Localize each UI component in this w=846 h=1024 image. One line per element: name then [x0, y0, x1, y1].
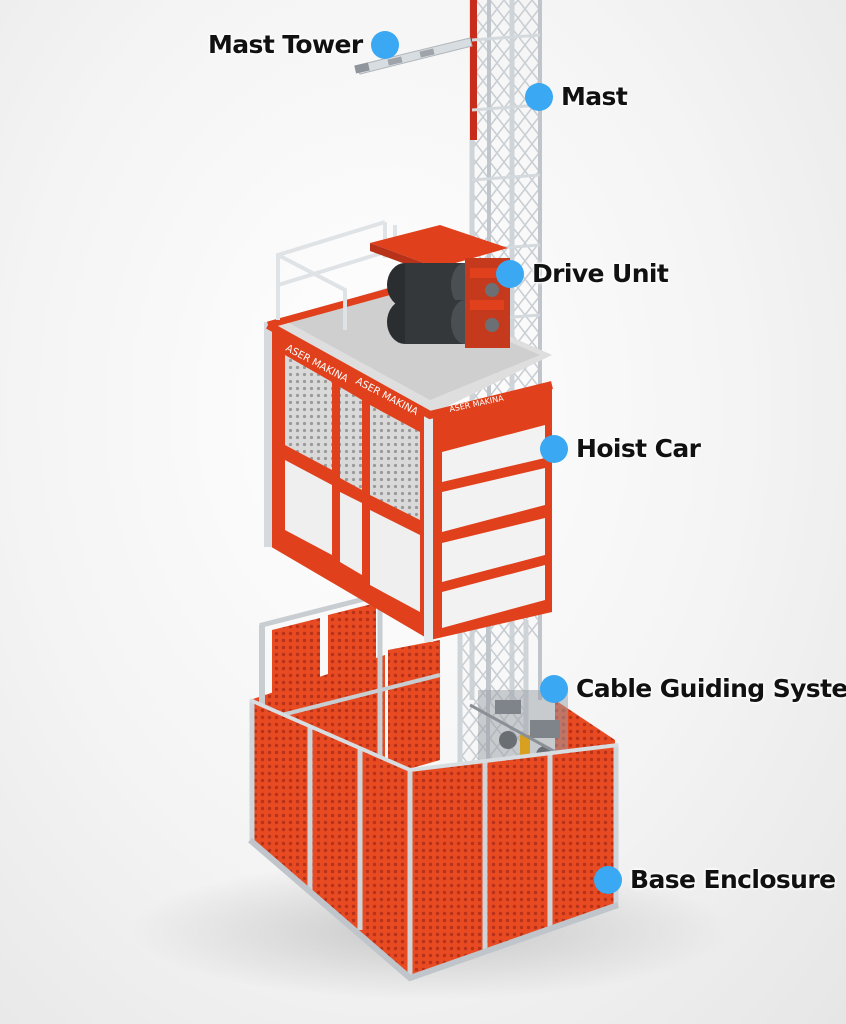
- label-mast-tower: Mast Tower: [208, 30, 363, 59]
- callout-base-enclosure: Base Enclosure: [594, 865, 836, 894]
- hoist-car: ASER MAKINA ASER MAKINA ASER MAKINA: [264, 285, 553, 642]
- callout-mast: Mast: [525, 82, 628, 111]
- marker-dot-mast-tower[interactable]: [370, 30, 399, 59]
- marker-dot-hoist-car[interactable]: [540, 434, 568, 463]
- callout-cable-guiding-system: Cable Guiding System: [540, 674, 846, 703]
- callout-hoist-car: Hoist Car: [540, 434, 701, 463]
- marker-dot-mast[interactable]: [525, 82, 553, 111]
- marker-dot-base-enclosure[interactable]: [594, 865, 622, 894]
- base-enclosure-front: [248, 698, 619, 982]
- marker-dot-drive-unit[interactable]: [496, 259, 524, 288]
- callout-mast-tower: Mast Tower: [208, 30, 399, 59]
- label-drive-unit: Drive Unit: [532, 259, 669, 288]
- marker-dot-cable-guiding-system[interactable]: [540, 674, 568, 703]
- label-mast: Mast: [561, 82, 628, 111]
- label-cable-guiding-system: Cable Guiding System: [576, 674, 846, 703]
- drive-unit: [370, 225, 510, 348]
- label-hoist-car: Hoist Car: [576, 434, 701, 463]
- callout-drive-unit: Drive Unit: [496, 259, 669, 288]
- label-base-enclosure: Base Enclosure: [630, 865, 836, 894]
- mast-tower-tie: [354, 37, 473, 75]
